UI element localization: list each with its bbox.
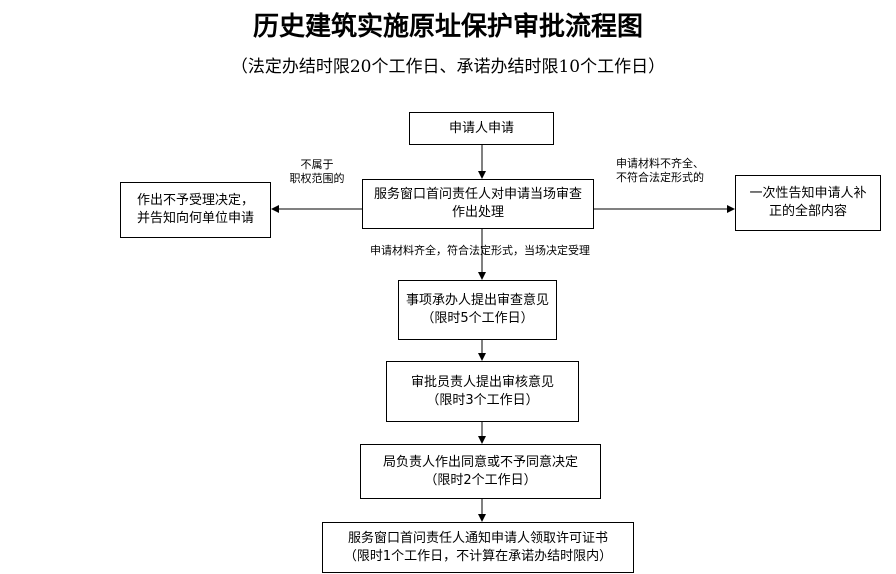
node-apply-text: 申请人申请 xyxy=(448,120,514,136)
edge-label-incomplete-line1: 申请材料不齐全、 xyxy=(616,157,704,170)
node-reject-line1: 作出不予受理决定， xyxy=(136,193,254,208)
edge-label-incomplete-line2: 不符合法定形式的 xyxy=(616,171,704,184)
node-window-review: 服务窗口首问责任人对申请当场审查 作出处理 xyxy=(362,179,594,229)
node-bureau-decision-line2: （限时2个工作日） xyxy=(424,472,537,488)
node-handler-opinion: 事项承办人提出审查意见 （限时5个工作日） xyxy=(398,280,557,340)
edge-label-not-in-scope: 不属于 职权范围的 xyxy=(282,158,352,186)
node-handler-opinion-line1: 事项承办人提出审查意见 xyxy=(405,293,549,308)
node-window-review-line1: 服务窗口首问责任人对申请当场审查 xyxy=(373,187,582,202)
node-notify-license: 服务窗口首问责任人通知申请人领取许可证书 （限时1个工作日，不计算在承诺办结时限… xyxy=(322,522,634,573)
node-reject: 作出不予受理决定， 并告知向何单位申请 xyxy=(120,182,271,238)
node-approver-opinion-line2: （限时3个工作日） xyxy=(426,392,539,408)
edge-label-not-in-scope-line2: 职权范围的 xyxy=(289,172,345,185)
node-apply: 申请人申请 xyxy=(409,112,554,145)
node-notify-supplement-line2: 正的全部内容 xyxy=(768,204,847,219)
node-handler-opinion-line2: （限时5个工作日） xyxy=(421,311,534,326)
node-notify-supplement-line1: 一次性告知申请人补 xyxy=(749,186,867,201)
node-notify-license-line1: 服务窗口首问责任人通知申请人领取许可证书 xyxy=(347,530,608,546)
node-bureau-decision-line1: 局负责人作出同意或不予同意决定 xyxy=(382,454,578,470)
node-approver-opinion-line1: 审批员责人提出审核意见 xyxy=(410,374,554,390)
edge-label-not-in-scope-line1: 不属于 xyxy=(300,158,334,171)
node-reject-line2: 并告知向何单位申请 xyxy=(136,211,254,226)
edge-label-incomplete: 申请材料不齐全、 不符合法定形式的 xyxy=(600,157,720,185)
edge-label-complete: 申请材料齐全，符合法定形式，当场决定受理 xyxy=(370,244,590,257)
node-notify-supplement: 一次性告知申请人补 正的全部内容 xyxy=(735,175,881,231)
node-notify-license-line2: （限时1个工作日，不计算在承诺办结时限内） xyxy=(343,548,613,564)
page-title: 历史建筑实施原址保护审批流程图 xyxy=(252,12,643,42)
node-approver-opinion: 审批员责人提出审核意见 （限时3个工作日） xyxy=(386,361,579,422)
node-bureau-decision: 局负责人作出同意或不予同意决定 （限时2个工作日） xyxy=(360,444,601,499)
page-subtitle: （法定办结时限20个工作日、承诺办结时限10个工作日） xyxy=(230,57,666,77)
node-window-review-line2: 作出处理 xyxy=(451,205,504,220)
